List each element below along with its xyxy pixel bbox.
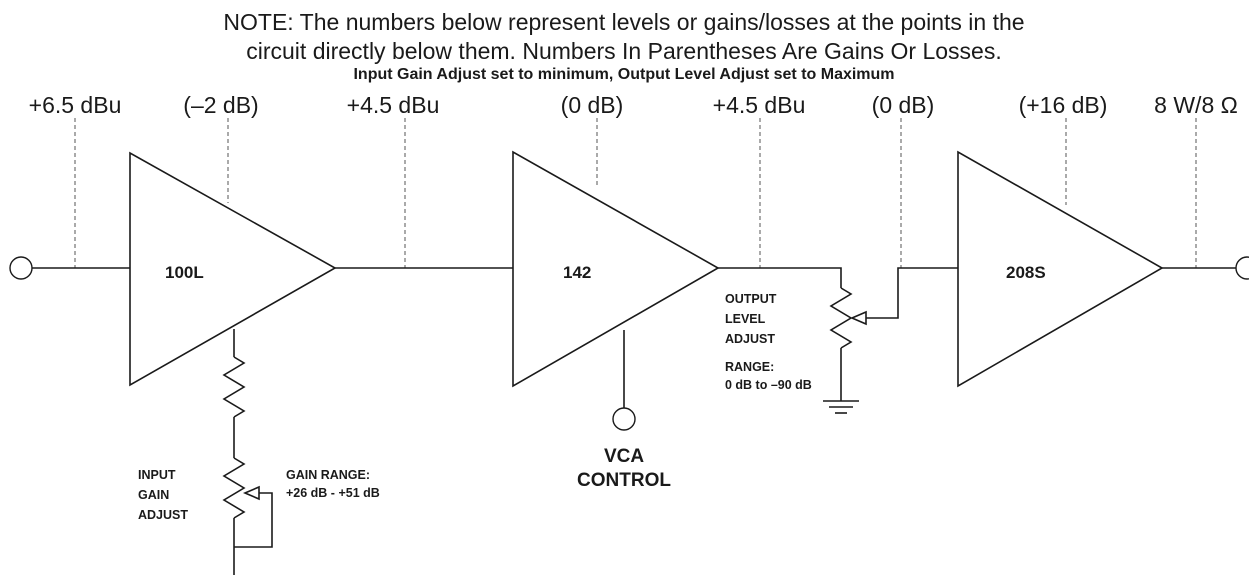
note-line-2: circuit directly below them. Numbers In … bbox=[246, 38, 1001, 64]
output-level-label-line-1: OUTPUT bbox=[725, 292, 777, 306]
level-labels: +6.5 dBu (–2 dB) +4.5 dBu (0 dB) +4.5 dB… bbox=[29, 92, 1238, 118]
output-level-label-line-3: ADJUST bbox=[725, 332, 775, 346]
amplifier-100l bbox=[129, 151, 337, 387]
wire-amp2-output-pot bbox=[718, 267, 842, 288]
gain-wiper-loop-wire bbox=[234, 492, 273, 548]
level-label-gain-3: (0 dB) bbox=[872, 92, 935, 118]
output-range-value: 0 dB to –90 dB bbox=[725, 378, 812, 392]
vca-label-line-2: CONTROL bbox=[577, 470, 671, 491]
output-level-label-line-2: LEVEL bbox=[725, 312, 766, 326]
level-label-input: +6.5 dBu bbox=[29, 92, 122, 118]
vca-label-line-1: VCA bbox=[604, 446, 644, 467]
level-label-gain-2: (0 dB) bbox=[561, 92, 624, 118]
amplifier-142-label: 142 bbox=[563, 263, 591, 282]
amplifier-208s-label: 208S bbox=[1006, 263, 1046, 282]
input-terminal bbox=[9, 256, 33, 280]
output-range-title: RANGE: bbox=[725, 360, 774, 374]
dashed-leaders bbox=[74, 118, 1197, 268]
level-label-level-1: +4.5 dBu bbox=[347, 92, 440, 118]
level-label-level-2: +4.5 dBu bbox=[713, 92, 806, 118]
input-gain-adjust-resistor bbox=[222, 457, 246, 519]
level-label-gain-1: (–2 dB) bbox=[183, 92, 258, 118]
output-terminal bbox=[1235, 256, 1249, 280]
vca-control-terminal bbox=[612, 407, 636, 431]
amplifier-208s bbox=[957, 150, 1164, 388]
level-label-output: 8 W/8 Ω bbox=[1154, 92, 1238, 118]
input-gain-label-line-2: GAIN bbox=[138, 488, 169, 502]
amplifier-142 bbox=[512, 150, 720, 388]
input-gain-label-line-1: INPUT bbox=[138, 468, 176, 482]
level-label-gain-4: (+16 dB) bbox=[1019, 92, 1108, 118]
input-gain-wiper-arrow bbox=[242, 485, 260, 501]
gain-resistor-fixed bbox=[222, 356, 246, 418]
input-gain-label-line-3: ADJUST bbox=[138, 508, 188, 522]
output-pot-wiper-arrow bbox=[849, 310, 867, 326]
amplifier-100l-label: 100L bbox=[165, 263, 204, 282]
gain-range-title: GAIN RANGE: bbox=[286, 468, 370, 482]
ground-icon bbox=[823, 400, 859, 414]
gain-range-value: +26 dB - +51 dB bbox=[286, 486, 380, 500]
output-level-adjust-resistor bbox=[829, 287, 853, 349]
note-subtitle: Input Gain Adjust set to minimum, Output… bbox=[353, 66, 894, 83]
wire-wiper-amp3 bbox=[866, 267, 958, 319]
note-line-1: NOTE: The numbers below represent levels… bbox=[223, 9, 1024, 35]
